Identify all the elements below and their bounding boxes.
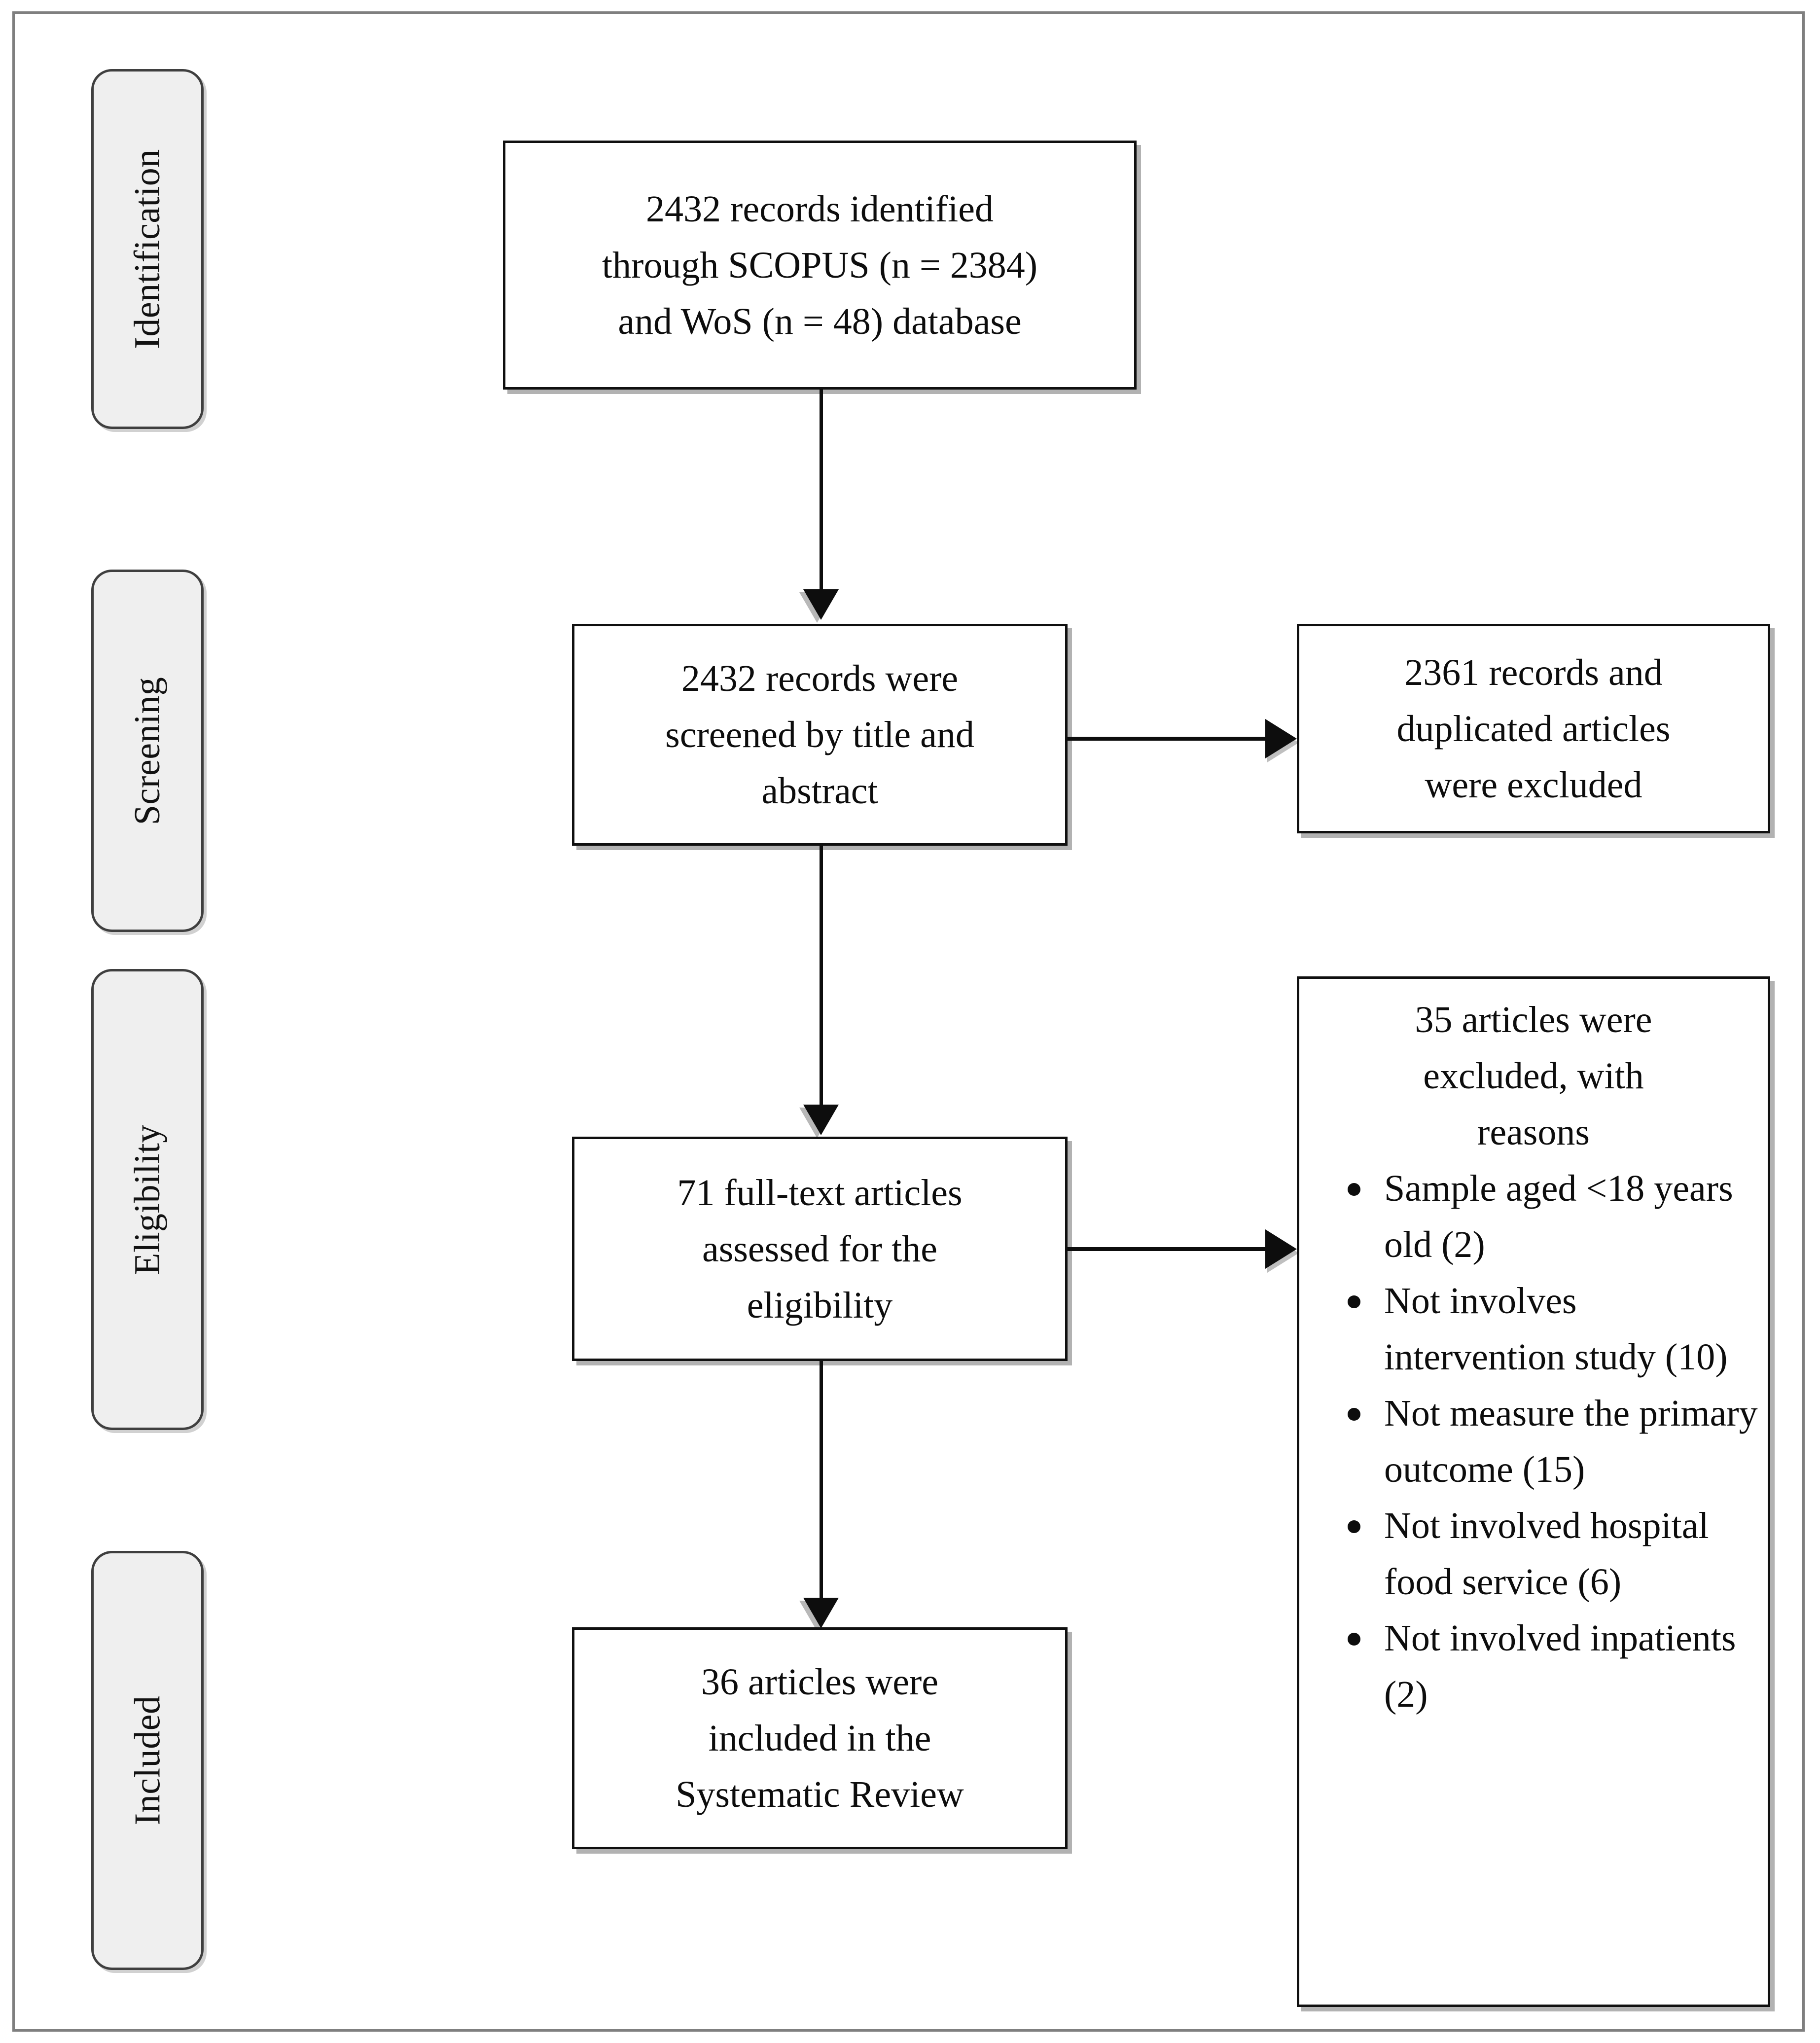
stage-label-eligibility: Eligibility [91, 969, 204, 1430]
box-fulltext-assessed: 71 full-text articles assessed for the e… [572, 1137, 1068, 1361]
box-records-screened-line-2: screened by title and [665, 714, 974, 755]
box-fulltext-assessed-line-1: 71 full-text articles [677, 1172, 963, 1214]
exclusion-reason-text: Not measure the primary outcome (15) [1384, 1393, 1758, 1490]
box-records-identified-line-1: 2432 records identified [646, 188, 994, 230]
exclusion-reason-item: Not involves intervention study (10) [1309, 1273, 1758, 1385]
connector-fulltext-to-excluded [1068, 1247, 1267, 1251]
box-eligibility-excluded-heading-line-2: excluded, with [1423, 1055, 1644, 1097]
figure-frame [12, 11, 1805, 2032]
box-eligibility-excluded-heading-line-1: 35 articles were [1415, 999, 1652, 1040]
box-records-screened-line-1: 2432 records were [681, 658, 959, 699]
exclusion-reason-item: Sample aged <18 years old (2) [1309, 1160, 1758, 1273]
exclusion-reason-text: Not involves intervention study (10) [1384, 1280, 1728, 1378]
connector-screened-to-fulltext [820, 846, 823, 1105]
box-included-in-review-line-1: 36 articles were [701, 1661, 939, 1703]
exclusion-reason-text: Not involved hospital food service (6) [1384, 1505, 1709, 1603]
exclusion-reason-item: Not measure the primary outcome (15) [1309, 1385, 1758, 1498]
box-records-screened-line-3: abstract [761, 770, 878, 812]
bullet-icon [1348, 1183, 1360, 1196]
box-records-identified-line-3: and WoS (n = 48) database [618, 300, 1022, 342]
stage-label-identification-text: Identification [127, 149, 168, 349]
box-screening-excluded: 2361 records and duplicated articles wer… [1297, 624, 1770, 833]
stage-label-included: Included [91, 1551, 204, 1970]
exclusion-reasons-list: Sample aged <18 years old (2) Not involv… [1309, 1160, 1758, 1722]
stage-label-eligibility-text: Eligibility [127, 1124, 168, 1275]
stage-label-included-text: Included [127, 1695, 168, 1826]
exclusion-reason-text: Sample aged <18 years old (2) [1384, 1168, 1733, 1265]
box-screening-excluded-line-2: duplicated articles [1396, 708, 1671, 750]
exclusion-reason-item: Not involved hospital food service (6) [1309, 1498, 1758, 1610]
stage-label-screening-text: Screening [127, 677, 168, 825]
box-included-in-review-line-2: included in the [708, 1718, 931, 1759]
box-included-in-review-line-3: Systematic Review [676, 1774, 964, 1815]
box-eligibility-excluded-heading-line-3: reasons [1477, 1111, 1590, 1153]
arrowhead-screened-to-fulltext [803, 1105, 839, 1135]
arrowhead-fulltext-to-excluded [1265, 1229, 1297, 1269]
box-fulltext-assessed-line-3: eligibility [747, 1284, 893, 1326]
exclusion-reason-text: Not involved inpatients (2) [1384, 1617, 1736, 1715]
arrowhead-fulltext-to-included [803, 1598, 839, 1628]
box-records-screened: 2432 records were screened by title and … [572, 624, 1068, 846]
box-screening-excluded-line-1: 2361 records and [1404, 651, 1663, 693]
bullet-icon [1348, 1408, 1360, 1421]
bullet-icon [1348, 1295, 1360, 1308]
bullet-icon [1348, 1633, 1360, 1646]
stage-label-identification: Identification [91, 69, 204, 429]
connector-fulltext-to-included [820, 1361, 823, 1598]
exclusion-reason-item: Not involved inpatients (2) [1309, 1610, 1758, 1722]
box-fulltext-assessed-line-2: assessed for the [702, 1228, 937, 1270]
box-records-identified: 2432 records identified through SCOPUS (… [503, 141, 1137, 390]
arrowhead-identified-to-screened [803, 589, 839, 620]
stage-label-screening: Screening [91, 570, 204, 932]
arrowhead-screened-to-excluded [1265, 719, 1297, 758]
connector-identified-to-screened [820, 390, 823, 589]
bullet-icon [1348, 1520, 1360, 1533]
box-screening-excluded-line-3: were excluded [1425, 764, 1642, 806]
box-included-in-review: 36 articles were included in the Systema… [572, 1627, 1068, 1849]
box-eligibility-excluded: 35 articles were excluded, with reasons … [1297, 976, 1770, 2007]
connector-screened-to-excluded [1068, 737, 1267, 741]
box-records-identified-line-2: through SCOPUS (n = 2384) [602, 244, 1038, 286]
